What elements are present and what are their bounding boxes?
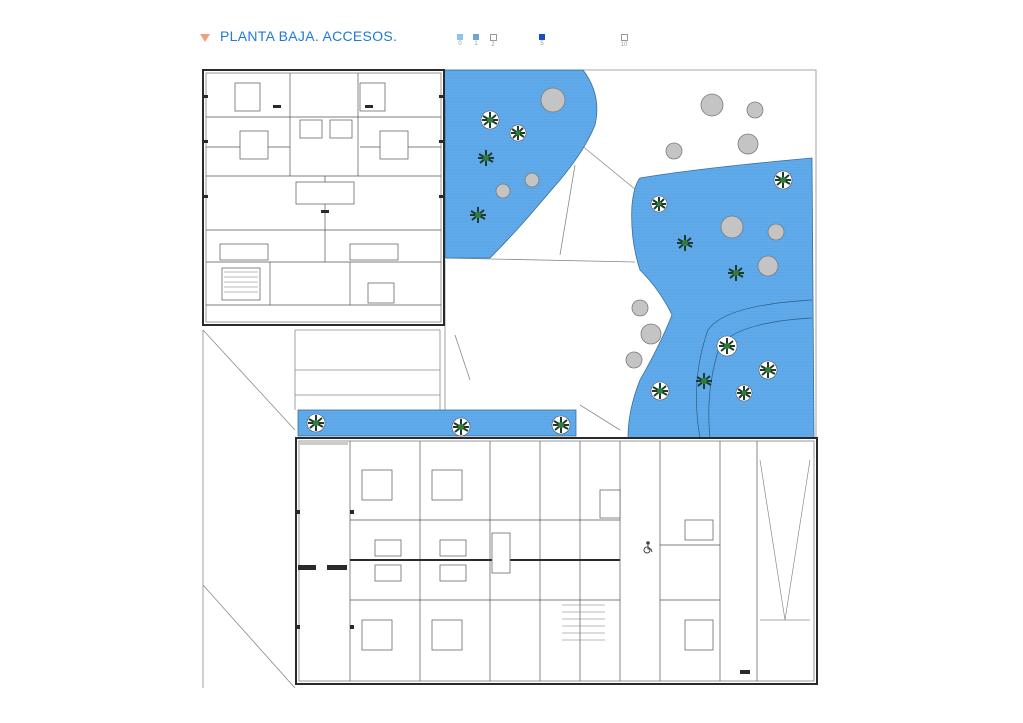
- scale-item: 0: [453, 34, 467, 48]
- plant-icon: [451, 417, 471, 437]
- building-north: [202, 69, 445, 326]
- scale-label: 10: [620, 42, 628, 48]
- plant-icon: [677, 235, 693, 251]
- scale-swatch: [457, 34, 463, 40]
- plant-icon: [735, 384, 753, 402]
- plant-icon: [773, 170, 793, 190]
- scale-swatch: [620, 34, 628, 41]
- scale-label: 0: [458, 41, 462, 47]
- plant-icon: [551, 415, 571, 435]
- plan-header: PLANTA BAJA. ACCESOS. 0 1 2 5 10: [0, 0, 1023, 60]
- scale-swatch: [539, 34, 545, 40]
- pond-strip: [297, 409, 577, 437]
- scale-swatch: [489, 34, 497, 41]
- plant-icon: [480, 110, 500, 130]
- plant-icon: [650, 381, 670, 401]
- plant-icon: [478, 150, 494, 166]
- scale-item: 1: [469, 34, 483, 48]
- scale-label: 1: [474, 41, 478, 47]
- scale-item: 2: [486, 34, 500, 49]
- scale-item: 5: [535, 34, 549, 48]
- plant-icon: [306, 413, 326, 433]
- scale-item: 10: [617, 34, 631, 49]
- plant-icon: [728, 265, 744, 281]
- scale-swatch: [473, 34, 479, 40]
- scale-label: 5: [540, 41, 544, 47]
- scale-label: 2: [491, 42, 495, 48]
- triangle-marker-icon: [200, 34, 210, 42]
- plant-icons: [306, 110, 793, 437]
- plant-icon: [470, 207, 486, 223]
- pond-north: [399, 69, 598, 259]
- plant-icon: [758, 360, 778, 380]
- wheelchair-icon: [643, 541, 653, 554]
- building-south: [295, 437, 818, 685]
- plan-title: PLANTA BAJA. ACCESOS.: [220, 28, 398, 44]
- site-outline: [202, 69, 817, 689]
- tree-circles: [495, 87, 785, 369]
- plant-icon: [509, 124, 527, 142]
- plant-icon: [716, 335, 738, 357]
- plant-icon: [696, 373, 712, 389]
- plant-icon: [650, 195, 668, 213]
